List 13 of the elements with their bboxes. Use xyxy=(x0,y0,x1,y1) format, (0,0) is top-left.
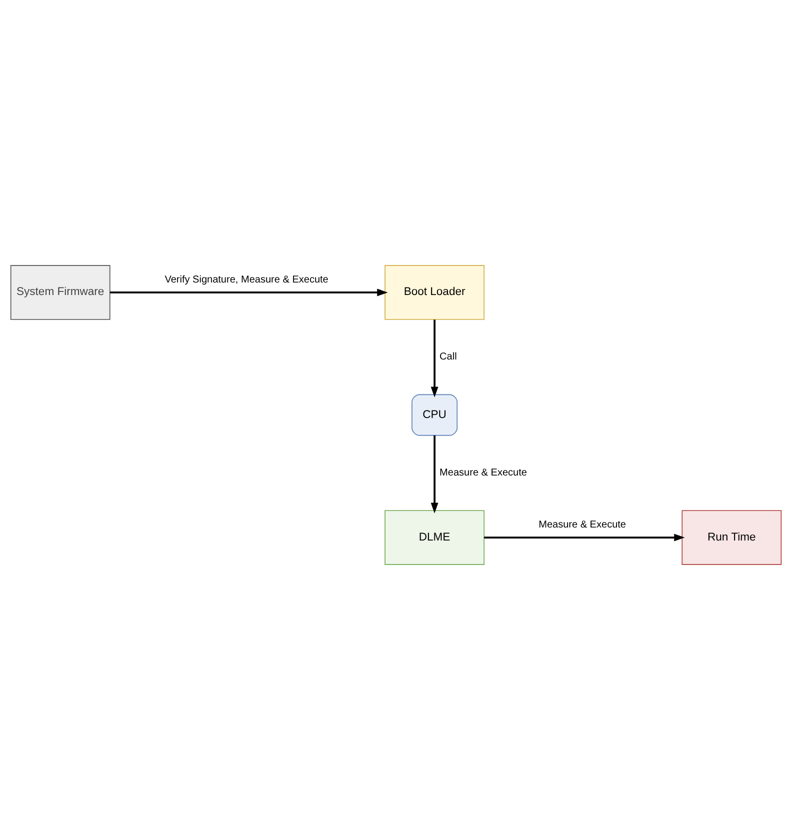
edge-label: Call xyxy=(440,350,457,362)
edge-label: Measure & Execute xyxy=(440,466,527,478)
arrow xyxy=(430,434,438,513)
node-box: DLME xyxy=(384,510,485,564)
edge-label: Verify Signature, Measure & Execute xyxy=(164,274,328,285)
arrow xyxy=(430,319,438,397)
arrow xyxy=(484,533,685,541)
node-box: Boot Loader xyxy=(384,264,485,320)
node-box: System Firmware xyxy=(10,264,110,320)
arrow xyxy=(110,288,388,296)
node-box: CPU xyxy=(412,394,458,436)
edge-label: Measure & Execute xyxy=(538,518,626,530)
node-box: Run Time xyxy=(682,510,782,564)
